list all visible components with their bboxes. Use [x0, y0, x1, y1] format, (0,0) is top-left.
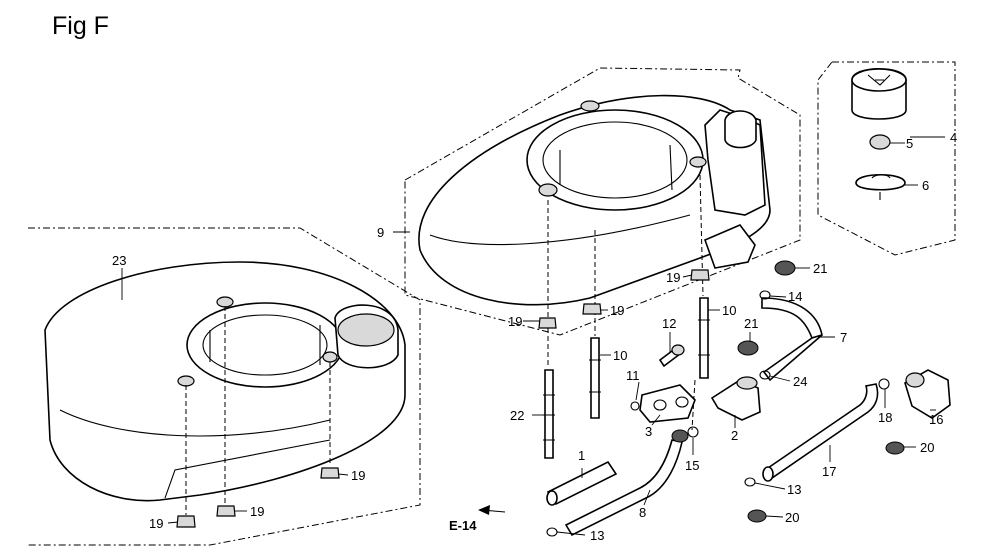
- callout-19-a: 19: [508, 314, 522, 329]
- callout-7: 7: [840, 330, 847, 345]
- callout-22: 22: [510, 408, 524, 423]
- callout-4: 4: [950, 130, 957, 145]
- callout-19-f: 19: [149, 516, 163, 531]
- callout-16: 16: [929, 412, 943, 427]
- callout-15: 15: [685, 458, 699, 473]
- callout-12: 12: [662, 316, 676, 331]
- fuel-cap-assembly: [851, 67, 907, 200]
- callout-19-c: 19: [666, 270, 680, 285]
- callout-19-b: 19: [610, 303, 624, 318]
- callout-5: 5: [906, 136, 913, 151]
- callout-23: 23: [112, 253, 126, 268]
- callout-20-upper: 20: [920, 440, 934, 455]
- callout-10-upper: 10: [722, 303, 736, 318]
- callout-1: 1: [578, 448, 585, 463]
- callout-6: 6: [922, 178, 929, 193]
- callout-8: 8: [639, 505, 646, 520]
- figure-title: Fig F: [52, 12, 109, 40]
- callout-11: 11: [626, 368, 640, 383]
- callout-10-lower: 10: [613, 348, 627, 363]
- callout-21-upper: 21: [813, 261, 827, 276]
- callout-20-lower: 20: [785, 510, 799, 525]
- fan-cover-9: [418, 94, 771, 306]
- stud-bolts: [543, 297, 710, 459]
- callout-13-right: 13: [787, 482, 801, 497]
- section-reference-e14[interactable]: E-14: [449, 518, 477, 533]
- group-outline-main-cover: [404, 67, 801, 336]
- fuel-line-parts: [478, 260, 951, 537]
- callout-9: 9: [377, 225, 384, 240]
- callout-21-lower: 21: [744, 316, 758, 331]
- callout-14: 14: [788, 289, 802, 304]
- callout-18: 18: [878, 410, 892, 425]
- grommets-19: [176, 269, 710, 528]
- callouts: 1 2 3 4 5 6 7 8 9 10 10 11 12 13 13 14 1…: [112, 130, 957, 543]
- callout-24: 24: [793, 374, 807, 389]
- group-outline-fuel-cap: [817, 61, 956, 256]
- callout-13-bottom: 13: [590, 528, 604, 543]
- group-outline-alt-cover: [28, 227, 421, 546]
- callout-19-e: 19: [250, 504, 264, 519]
- callout-2: 2: [731, 428, 738, 443]
- leader-lines: [121, 136, 945, 536]
- callout-19-d: 19: [351, 468, 365, 483]
- callout-3: 3: [645, 424, 652, 439]
- callout-17: 17: [822, 464, 836, 479]
